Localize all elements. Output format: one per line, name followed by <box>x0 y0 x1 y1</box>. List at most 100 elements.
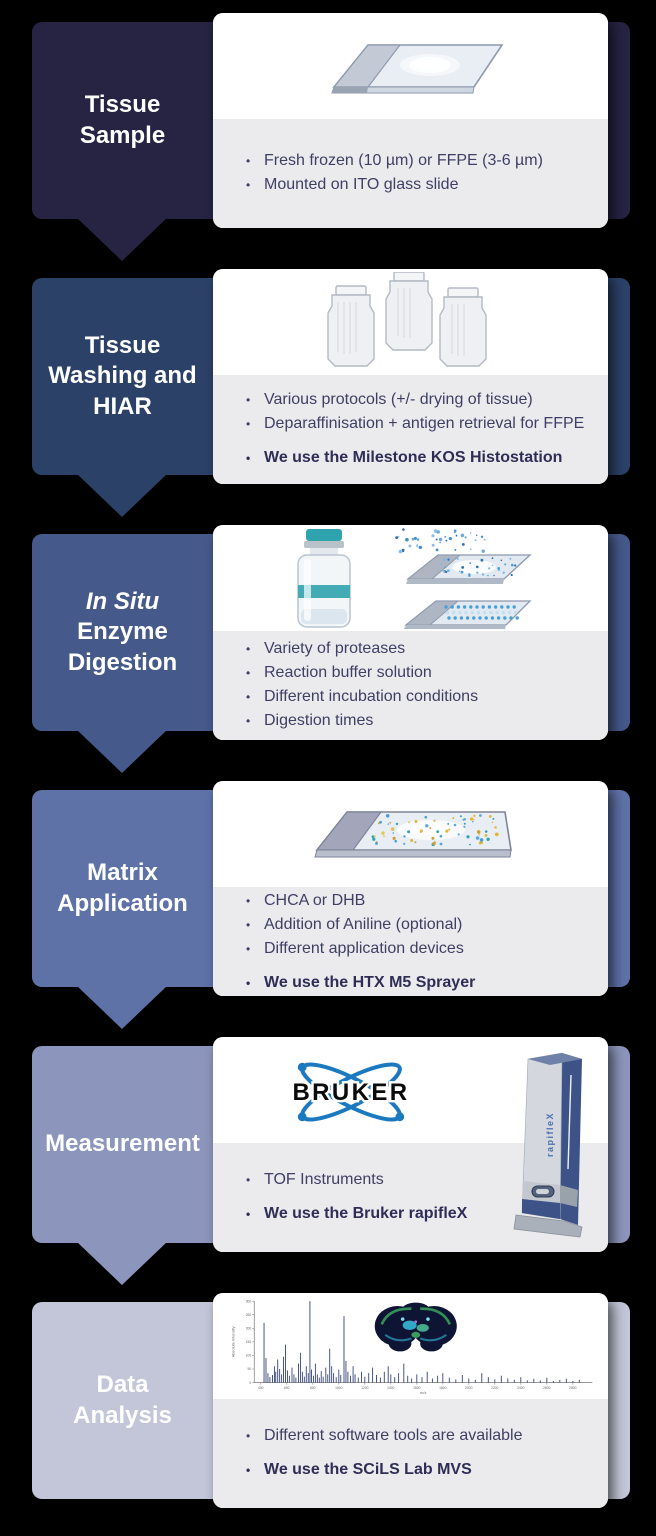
svg-text:800: 800 <box>310 1386 316 1390</box>
bullet-item: • We use the HTX M5 Sprayer <box>246 971 600 995</box>
bullet-text: Deparaffinisation + antigen retrieval fo… <box>264 414 585 432</box>
bullet-item: •Reaction buffer solution <box>246 661 600 685</box>
bullet-text: Reaction buffer solution <box>264 663 432 681</box>
enzyme-vial-and-slides-icon <box>296 528 532 629</box>
bullet-dot: • <box>246 641 251 656</box>
rapiflex-instrument-icon: rapifleX <box>513 1052 583 1238</box>
bullet-text: We use the Milestone KOS Histostation <box>264 448 563 466</box>
step-card: BRUKER rapifleX •TOF Instruments•We use … <box>213 1037 608 1252</box>
step-label-line: Tissue <box>84 331 161 359</box>
down-arrow-icon <box>76 729 168 773</box>
bullet-list: •Variety of proteases•Reaction buffer so… <box>246 637 600 733</box>
bullet-dot: • <box>246 153 251 168</box>
step-illustration <box>213 525 608 631</box>
bullet-text: CHCA or DHB <box>264 892 366 909</box>
down-arrow-icon <box>76 985 168 1029</box>
bullet-dot: • <box>246 713 251 728</box>
step-label-line: Application <box>57 889 188 917</box>
svg-text:50: 50 <box>248 1367 252 1371</box>
bullet-dot: • <box>246 942 251 956</box>
bullet-item: • Variety of proteases <box>246 637 600 661</box>
step-label-line: Data <box>96 1371 149 1399</box>
workflow-step-measurement: Measurement BRUKER rapifleX •TOF Instrum… <box>0 1037 656 1285</box>
bullet-list: • CHCA or DHB • Addition of Aniline (option… <box>246 889 600 995</box>
bullet-text: Variety of proteases <box>264 639 406 657</box>
step-label-line: Measurement <box>45 1130 200 1158</box>
digested-spots <box>440 557 516 577</box>
svg-text:2200: 2200 <box>491 1386 498 1390</box>
svg-text:1400: 1400 <box>387 1386 394 1390</box>
bullet-item: • CHCA or DHB <box>246 889 600 913</box>
bullet-dot: • <box>246 416 251 431</box>
step-label-line: Washing and <box>48 362 197 390</box>
bullet-text: Fresh frozen (10 µm) or FFPE (3-6 µm) <box>264 151 543 169</box>
step-details: • Fresh frozen (10 µm) or FFPE (3-6 µm) •M… <box>213 119 608 228</box>
bullet-text: We use the HTX M5 Sprayer <box>264 974 476 991</box>
spot-array <box>443 605 519 620</box>
svg-text:250: 250 <box>246 1313 252 1317</box>
bullet-dot: • <box>246 1462 251 1477</box>
bullet-text: Different incubation conditions <box>264 687 479 705</box>
svg-text:200: 200 <box>246 1327 252 1331</box>
bullet-dot: • <box>246 1428 251 1443</box>
instrument-label: rapifleX <box>545 1112 555 1157</box>
spray-mist <box>394 528 486 554</box>
bullet-text: Addition of Aniline (optional) <box>264 916 463 933</box>
down-arrow-icon <box>76 1241 168 1285</box>
matrix-crystals <box>371 814 499 847</box>
bullet-dot: • <box>246 894 251 908</box>
step-details: • Various protocols (+/- drying of tissue… <box>213 375 608 484</box>
down-arrow-icon <box>76 217 168 261</box>
bullet-item: • Different incubation conditions <box>246 685 600 709</box>
bullet-dot: • <box>246 976 251 990</box>
staining-jars-icon <box>326 272 487 367</box>
bullet-text: Different software tools are available <box>264 1426 523 1444</box>
bullet-dot: • <box>246 918 251 932</box>
step-label-line: Digestion <box>67 648 178 676</box>
bullet-text: Different application devices <box>264 940 464 957</box>
svg-text:2600: 2600 <box>543 1386 550 1390</box>
bullet-dot: • <box>246 689 251 704</box>
step-details: • CHCA or DHB • Addition of Aniline (option… <box>213 887 608 996</box>
bullet-item: •We use the Bruker rapifleX <box>246 1202 600 1226</box>
step-label-line: HIAR <box>93 392 152 420</box>
bullet-item: •Mounted on ITO glass slide <box>246 173 600 197</box>
bullet-text: Various protocols (+/- drying of tissue) <box>264 390 533 408</box>
glass-slide-icon <box>330 44 503 94</box>
bullet-list: • Fresh frozen (10 µm) or FFPE (3-6 µm) •M… <box>246 149 600 197</box>
step-label-line: Analysis <box>73 1401 172 1429</box>
bullet-text: Digestion times <box>264 711 374 729</box>
bullet-item: • Deparaffinisation + antigen retrieval f… <box>246 412 600 436</box>
bullet-item: • Addition of Aniline (optional) <box>246 913 600 937</box>
svg-text:1600: 1600 <box>413 1386 420 1390</box>
bruker-logo-text: BRUKER <box>292 1079 409 1106</box>
svg-text:Absolute Intensity: Absolute Intensity <box>231 1326 236 1357</box>
bullet-text: We use the Bruker rapifleX <box>264 1204 468 1222</box>
step-label-line: Tissue <box>84 91 161 119</box>
svg-text:100: 100 <box>246 1354 252 1358</box>
bullet-dot: • <box>246 1172 251 1187</box>
step-label-line: Enzyme <box>77 618 168 646</box>
step-label: Measurement <box>32 1129 213 1159</box>
bullet-item: •We use the Milestone KOS Histostation <box>246 446 600 470</box>
bullet-item: •TOF Instruments <box>246 1168 600 1192</box>
bruker-logo-icon: BRUKER <box>290 1062 409 1122</box>
msi-brain-image <box>374 1302 457 1352</box>
bullet-item: • Digestion times <box>246 709 600 733</box>
svg-text:400: 400 <box>258 1386 264 1390</box>
step-details: •Variety of proteases•Reaction buffer so… <box>213 631 608 740</box>
step-card: • Fresh frozen (10 µm) or FFPE (3-6 µm) •M… <box>213 13 608 228</box>
step-label-line: Sample <box>79 121 166 149</box>
bullet-text: Mounted on ITO glass slide <box>264 175 459 193</box>
